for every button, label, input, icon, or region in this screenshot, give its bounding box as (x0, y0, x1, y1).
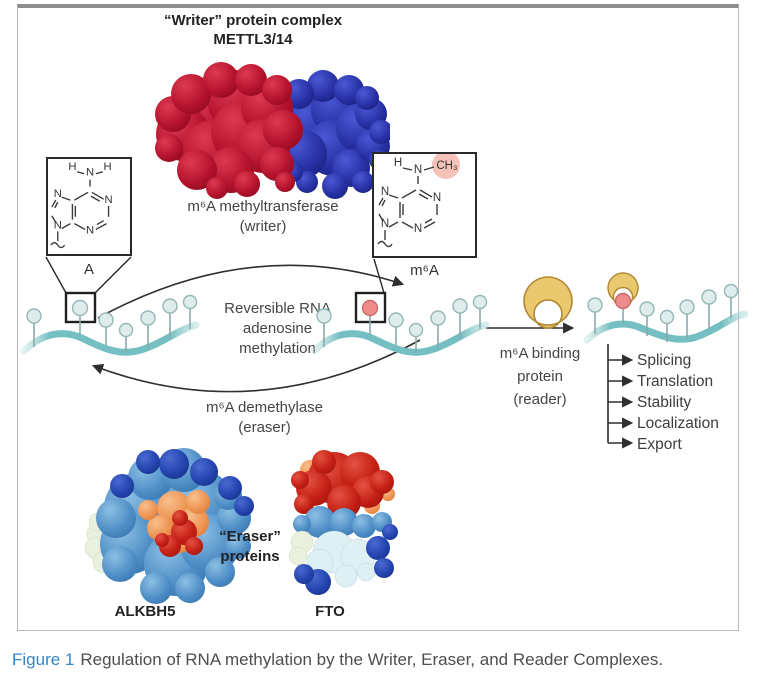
cycle-center-line1: Reversible RNA (224, 300, 331, 317)
n-atom: N (414, 164, 422, 176)
m6a-base-mark (614, 292, 632, 310)
eraser-enzyme-line1: m⁶A demethylase (205, 399, 324, 416)
figure-caption-tag: Figure 1 (12, 650, 75, 669)
cycle-center-label: Reversible RNA adenosine methylation (190, 299, 365, 359)
outcome-splicing: Splicing (637, 352, 692, 369)
cycle-center-line3: methylation (239, 340, 316, 357)
alkbh5-label: ALKBH5 (114, 603, 176, 620)
writer-title-line1: “Writer” protein complex (163, 12, 343, 29)
n-atom: N (54, 188, 62, 200)
methyl-group: CH₃ (436, 160, 458, 172)
adenine-callout-line (94, 256, 132, 294)
n-atom: N (414, 223, 422, 235)
reader-label-line2: protein (517, 368, 563, 385)
outcome-localization: Localization (637, 415, 719, 432)
reader-protein-icon (523, 276, 573, 329)
reader-label-line1: m⁶A binding (499, 345, 581, 362)
outcome-bracket (607, 344, 634, 449)
n-atom: N (86, 167, 94, 179)
eraser-title-line1: “Eraser” (219, 528, 281, 545)
rna-strand-unmethylated (20, 294, 200, 356)
n-atom: N (86, 224, 94, 236)
reader-label: m⁶A binding protein (reader) (478, 342, 602, 411)
writer-complex-title: “Writer” protein complex METTL3/14 (100, 11, 406, 49)
figure-caption-text: Regulation of RNA methylation by the Wri… (80, 650, 664, 669)
m6a-label: m⁶A (410, 262, 439, 279)
mettl14-blob (279, 70, 390, 199)
fto-label: FTO (315, 603, 345, 620)
rna-bases (594, 298, 732, 342)
outcome-stability: Stability (637, 394, 692, 411)
fto-structure (288, 450, 398, 595)
eraser-proteins-title: “Eraser” proteins (200, 527, 300, 567)
rna-strand-methylated (310, 294, 490, 356)
outcome-export: Export (637, 436, 682, 453)
n-atom: N (105, 194, 113, 206)
writer-enzyme-line2: (writer) (239, 218, 287, 235)
h-atom: H (68, 161, 76, 173)
h-atom: H (104, 161, 112, 173)
eraser-enzyme-label: m⁶A demethylase (eraser) (152, 398, 377, 438)
writer-protein-structure (155, 62, 390, 199)
rna-bases (323, 309, 481, 353)
n-atom: N (381, 186, 389, 198)
m6a-callout-line (373, 258, 385, 294)
rna-backbone (583, 310, 748, 344)
adenine-label: A (83, 261, 94, 278)
cycle-center-line2: adenosine (242, 320, 313, 337)
mettl3-blob (155, 62, 303, 199)
h-atom: H (394, 157, 402, 169)
writer-title-line2: METTL3/14 (213, 31, 293, 48)
figure-caption: Figure 1 Regulation of RNA methylation by… (12, 650, 762, 670)
writer-enzyme-label: m⁶A methyltransferase (writer) (150, 197, 376, 237)
eraser-enzyme-line2: (eraser) (238, 419, 291, 436)
adenine-structure: H N H N N N N (50, 161, 113, 249)
alkbh5-structure (84, 448, 254, 604)
adenine-callout-line (45, 256, 67, 294)
m6a-base-mark (361, 299, 379, 317)
methylation-forward-arrow (97, 264, 405, 319)
writer-enzyme-line1: m⁶A methyltransferase (187, 198, 339, 215)
demethylation-reverse-arrow (91, 339, 421, 393)
reader-label-line3: (reader) (513, 391, 567, 408)
n-atom: N (54, 219, 62, 231)
methyl-highlight (432, 154, 460, 179)
rna-strand-reader-bound (583, 272, 748, 344)
rna-bases (33, 309, 191, 353)
eraser-title-line2: proteins (220, 548, 280, 565)
m6a-box: H N CH₃ N N N N (372, 152, 477, 258)
adenine-box: H N H N N N N (46, 157, 132, 256)
n-atom: N (381, 218, 389, 230)
m6a-structure: H N CH₃ N N N N (377, 154, 460, 248)
outcome-translation: Translation (637, 373, 714, 390)
n-atom: N (433, 192, 441, 204)
